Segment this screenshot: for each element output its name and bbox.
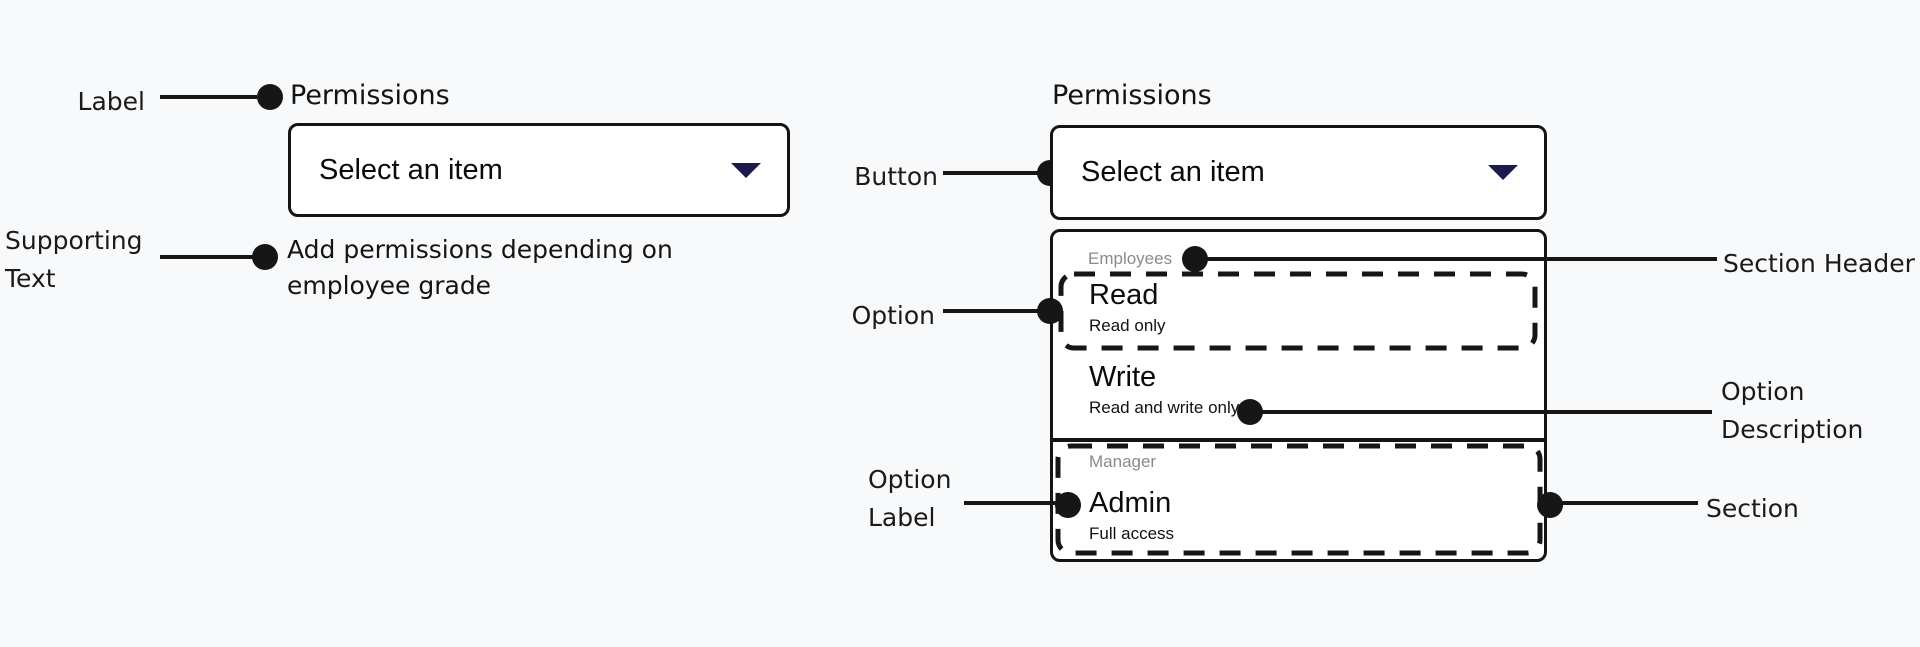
annotation-section-dot	[1537, 492, 1563, 518]
option-description-admin: Full access	[1089, 524, 1175, 543]
annotation-label-line	[160, 95, 257, 99]
option-description-write: Read and write only	[1089, 398, 1240, 417]
annotation-option-description: Option Description	[1721, 377, 1864, 444]
annotation-option-label: Option Label	[868, 465, 952, 532]
annotation-button-line	[943, 171, 1038, 175]
select-button-value: Select an item	[1081, 156, 1265, 188]
annotation-option-label-dot	[1055, 492, 1081, 518]
select-button-closed[interactable]: Select an item	[288, 123, 790, 217]
option-label-admin[interactable]: Admin	[1089, 487, 1172, 519]
annotation-label-dot	[257, 84, 283, 110]
annotation-option-description-line	[1250, 410, 1712, 414]
annotation-section: Section	[1706, 494, 1799, 523]
caret-down-icon	[1488, 165, 1518, 180]
annotation-option-line	[943, 309, 1038, 313]
annotation-label: Label	[77, 87, 145, 116]
select-field-label: Permissions	[290, 80, 450, 111]
option-description-read: Read only	[1089, 316, 1166, 335]
annotation-button: Button	[854, 162, 938, 191]
select-field-label-open: Permissions	[1052, 80, 1212, 111]
annotation-section-header: Section Header	[1723, 249, 1915, 278]
annotation-supporting-text-dot	[252, 244, 278, 270]
select-button-open[interactable]: Select an item	[1050, 125, 1547, 220]
select-supporting-text: Add permissions depending on employee gr…	[287, 235, 673, 301]
select-button-value: Select an item	[319, 153, 503, 186]
option-label-write[interactable]: Write	[1089, 361, 1157, 393]
annotation-option-label-line	[964, 501, 1056, 505]
option-label-read[interactable]: Read	[1089, 279, 1159, 311]
annotation-supporting-text-line	[160, 255, 253, 259]
listbox-section-divider	[1050, 438, 1547, 442]
annotation-section-line	[1550, 501, 1698, 505]
annotation-option-dot	[1037, 298, 1063, 324]
annotation-supporting-text: Supporting Text	[5, 226, 143, 293]
section-header-employees: Employees	[1088, 249, 1173, 268]
annotation-section-header-line	[1195, 257, 1717, 261]
select-listbox	[1050, 229, 1547, 562]
annotation-option: Option	[851, 301, 935, 330]
caret-down-icon	[731, 162, 761, 178]
section-header-manager: Manager	[1089, 452, 1157, 471]
